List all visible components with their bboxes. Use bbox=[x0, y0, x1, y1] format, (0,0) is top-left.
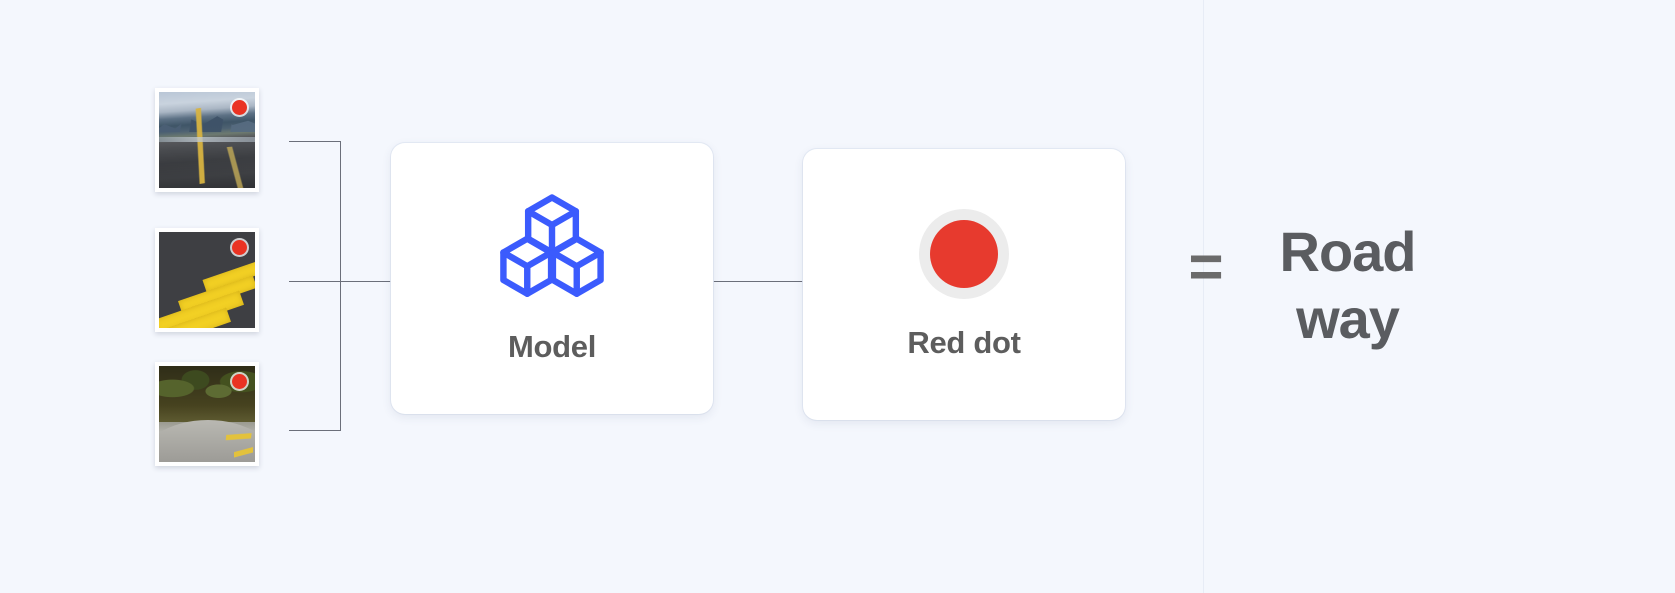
red-dot-badge bbox=[232, 100, 247, 115]
model-card[interactable]: Model bbox=[391, 143, 713, 414]
model-card-label: Model bbox=[507, 329, 597, 364]
thumbnail-image-mountain-highway bbox=[159, 92, 255, 188]
cubes-icon bbox=[497, 192, 607, 307]
thumbnail-image-crosswalk bbox=[159, 232, 255, 328]
output-card-label: Red dot bbox=[907, 324, 1021, 360]
input-image-list bbox=[155, 88, 259, 468]
thumbnail-image-forest-road bbox=[159, 366, 255, 462]
connector-line-middle bbox=[289, 281, 392, 282]
vertical-divider bbox=[1203, 0, 1204, 593]
output-card[interactable]: Red dot bbox=[803, 149, 1125, 420]
connector-line-bottom bbox=[289, 430, 341, 431]
connector-line-top bbox=[289, 141, 341, 142]
connector-line-trunk bbox=[340, 141, 341, 431]
red-dot-badge bbox=[232, 374, 247, 389]
red-dot-core bbox=[930, 219, 998, 288]
list-item[interactable] bbox=[155, 362, 259, 466]
road-stripe bbox=[233, 440, 254, 462]
result-label: Road way bbox=[1279, 220, 1417, 351]
connector-line-model-to-output bbox=[713, 281, 805, 282]
red-dot-ring bbox=[919, 208, 1009, 299]
red-dot-icon bbox=[919, 208, 1009, 299]
equals-sign: = bbox=[1188, 233, 1224, 300]
red-dot-badge bbox=[232, 240, 247, 255]
list-item[interactable] bbox=[155, 88, 259, 192]
list-item[interactable] bbox=[155, 228, 259, 332]
